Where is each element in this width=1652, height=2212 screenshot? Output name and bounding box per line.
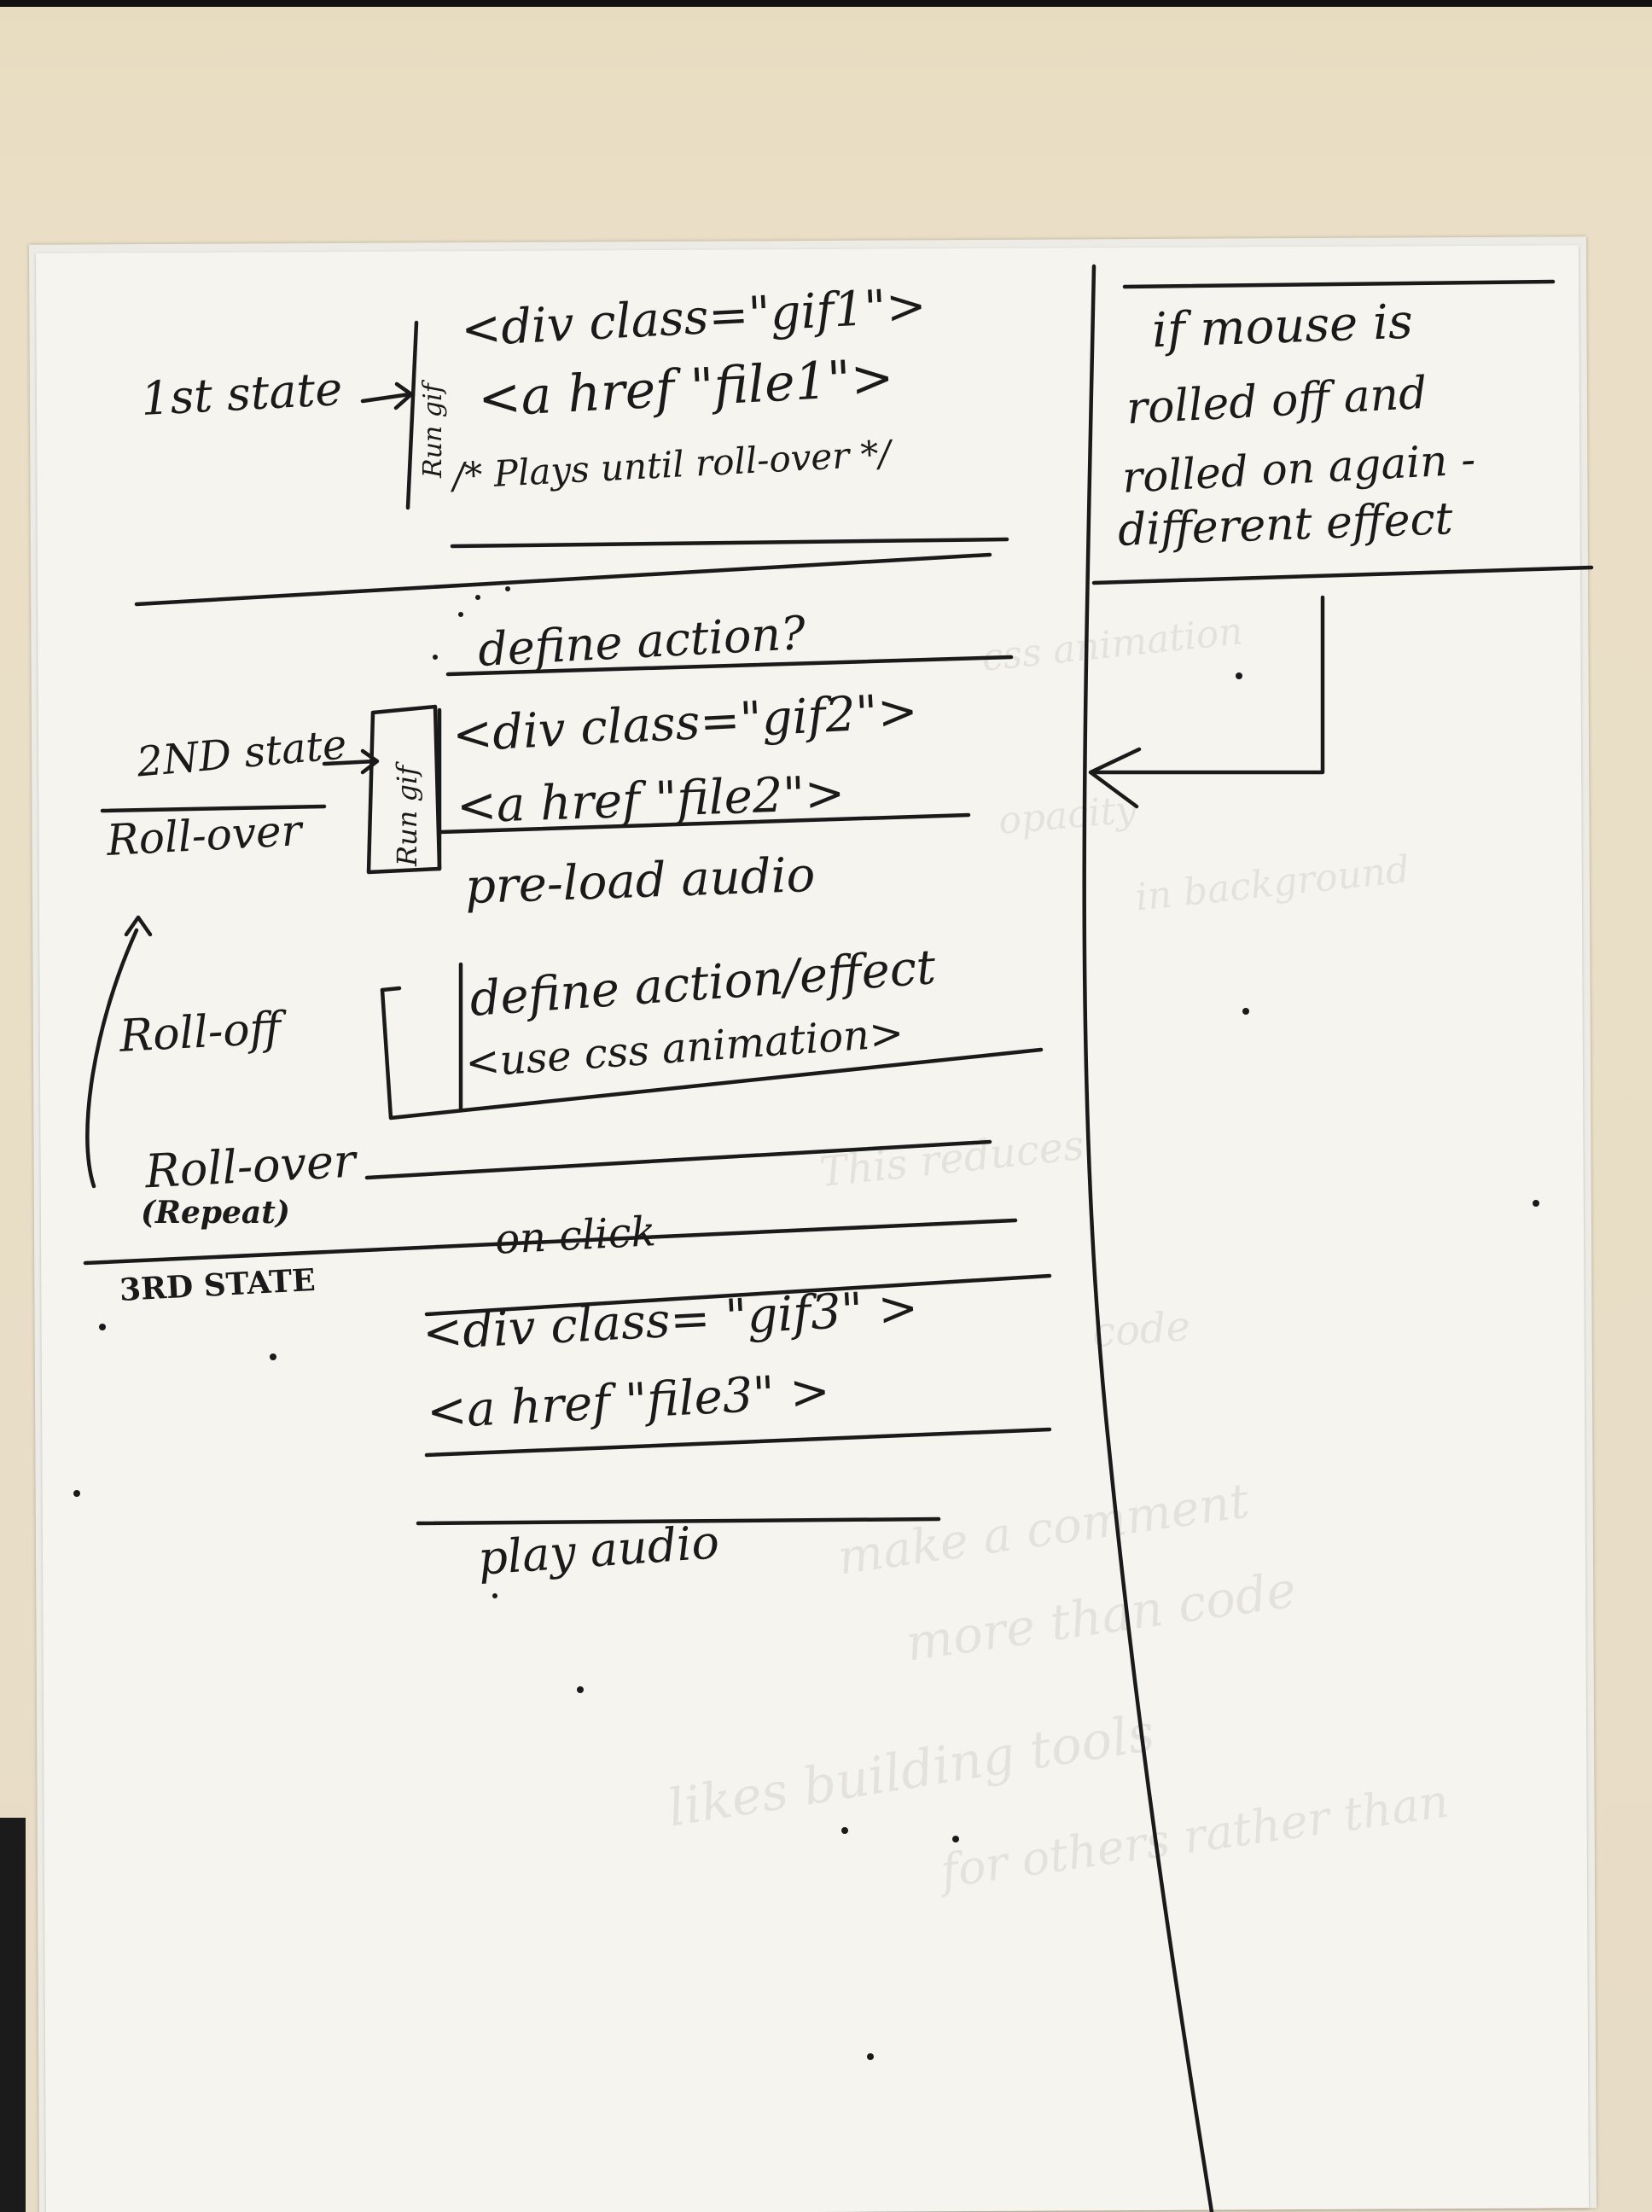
side-note-top-line — [1122, 279, 1556, 289]
elbow-arrow-head — [1088, 747, 1142, 809]
state2-side-label: Run gif — [391, 765, 423, 866]
side-note-line1: if mouse is — [1150, 294, 1414, 359]
rollover-repeat-label: Roll-over — [143, 1133, 358, 1199]
state2-sub-label: Roll-over — [105, 806, 303, 865]
state1-side-label: Run gif — [418, 383, 448, 478]
rolloff-label: Roll-off — [118, 1003, 282, 1062]
elbow-arrow-line — [1090, 595, 1325, 775]
ink-dots — [73, 586, 1539, 2060]
section1-divider — [134, 552, 992, 607]
rolloff-curve — [85, 928, 139, 1189]
desk-top-edge — [0, 0, 1652, 7]
state1-underline — [450, 537, 1009, 549]
state1-arrow — [360, 392, 412, 404]
repeat-divider — [364, 1139, 992, 1180]
desk-left-edge — [0, 1818, 26, 2212]
section3-divider — [83, 1218, 1018, 1266]
state2-arrow — [322, 759, 378, 766]
state1-label: 1st state — [139, 361, 344, 427]
on-click-text: on click — [493, 1208, 657, 1264]
rolloff-box — [380, 987, 1044, 1121]
vertical-divider — [1082, 264, 1214, 2212]
state2-underline — [100, 804, 327, 813]
rollover-repeat-sub: (Repeat) — [141, 1195, 290, 1231]
state1-bracket — [405, 320, 419, 510]
side-note-bottom-line — [1091, 565, 1594, 585]
